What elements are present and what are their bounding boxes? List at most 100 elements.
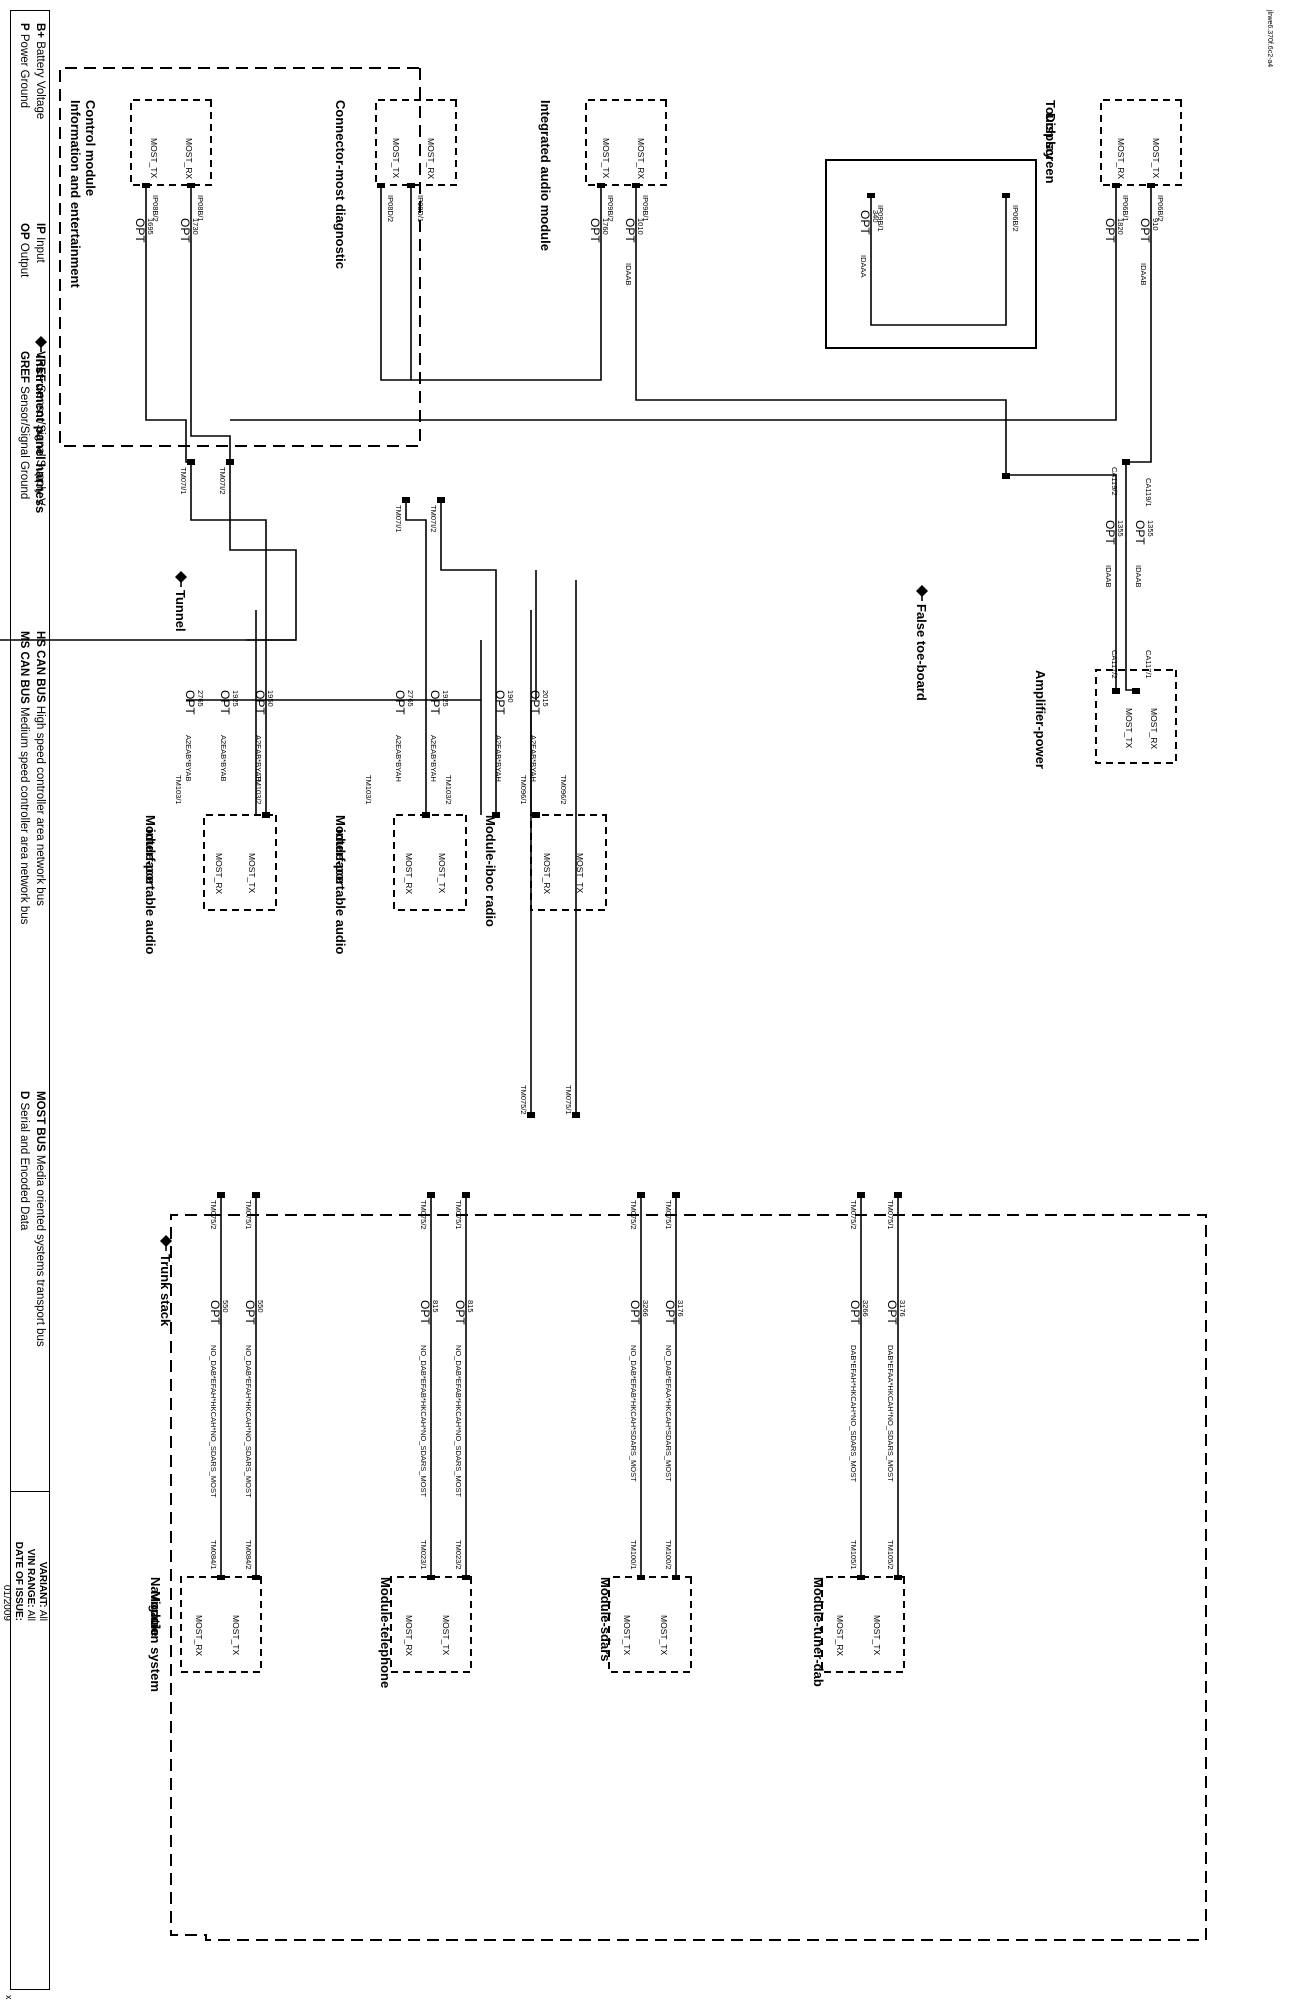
legend-most-bus: MOST BUS Media oriented systems transpor… <box>34 1091 46 1347</box>
wire-variant: NO_DAB*EFAH*HKCAH*NO_SDARS_MOST <box>244 1345 253 1498</box>
svg-text:MOST_RX: MOST_RX <box>542 853 552 894</box>
conn-ip08d-1: IP08D/1 <box>416 195 425 222</box>
svg-text:Touch screen: Touch screen <box>1043 100 1058 184</box>
svg-text:MOST_TX: MOST_TX <box>601 138 611 178</box>
svg-text:MOST_TX: MOST_TX <box>247 853 257 893</box>
svg-text:MOST_TX: MOST_TX <box>149 138 159 178</box>
wire-circuit: 550 <box>221 1300 230 1313</box>
wire-variant: DAB*EFAA*HKCAH*NO_SDARS_MOST <box>886 1345 895 1482</box>
wire-circuit: 190 <box>506 690 515 703</box>
svg-text:MOST_TX: MOST_TX <box>437 853 447 893</box>
conn-loop-2: IP06B/2 <box>1011 205 1020 232</box>
legend-gref: GREF Sensor/Signal Ground <box>18 351 30 500</box>
wire-variant: IDAAB <box>1134 565 1143 588</box>
tunnel-harness-label: Tunnel <box>173 571 188 632</box>
conn-ca119-2: CA119/2 <box>1110 467 1119 496</box>
wire-type: OPT <box>453 1300 467 1325</box>
svg-text:MOST_RX: MOST_RX <box>194 1615 204 1656</box>
conn-tm100-1: TM100/1 <box>629 1540 638 1570</box>
legend-p: P Power Ground <box>18 23 30 109</box>
wire-variant: IDAAB <box>1139 263 1148 286</box>
conn-trunk-in-7: TM075/1 <box>886 1200 895 1230</box>
conn-ip08d-2: IP08D/2 <box>386 195 395 222</box>
svg-text:Connector-most diagnostic: Connector-most diagnostic <box>333 100 348 269</box>
svg-text:MOST_TX: MOST_TX <box>391 138 401 178</box>
legend-op: OP Output <box>18 223 30 278</box>
legend-block: B+ Battery Voltage P Power Ground IP Inp… <box>1 10 50 1990</box>
module-connector-most-diagnostic: Connector-most diagnostic MOST_TX MOST_R… <box>333 99 457 269</box>
module-navigation-system: Navigation system Module MOST_RX MOST_TX <box>148 1576 262 1692</box>
wire-circuit: 1010 <box>636 218 645 235</box>
wire-type: OPT <box>885 1300 899 1325</box>
corner-mark: x <box>4 1995 14 2000</box>
module-amplifier-power: Amplifier-power MOST_TX MOST_RX <box>1033 669 1177 769</box>
conn-ca119-1: CA119/1 <box>1144 478 1153 507</box>
svg-text:interface: interface <box>143 829 158 883</box>
legend-vref: VREF Sensor/Signal Supply V <box>34 351 46 506</box>
svg-text:MOST_TX: MOST_TX <box>575 853 585 893</box>
wire-variant: A2EAB*BYAH <box>494 735 503 782</box>
wire-type: OPT <box>628 1300 642 1325</box>
svg-text:Instrument panel harness: Instrument panel harness <box>33 355 48 513</box>
wire-type: OPT <box>1138 218 1152 243</box>
module-sdars: Module-sdars MOST_TX MOST_TX <box>598 1576 692 1673</box>
wire-type: OPT <box>848 1300 862 1325</box>
conn-tm105-1: TM105/1 <box>849 1540 858 1570</box>
svg-text:MOST_RX: MOST_RX <box>1149 708 1159 749</box>
wire-type: OPT <box>1133 520 1147 545</box>
conn-tm105-2: TM105/2 <box>886 1540 895 1570</box>
conn-tm023-1: TM023/1 <box>419 1540 428 1570</box>
svg-text:False toe-board: False toe-board <box>914 604 929 701</box>
svg-text:Module: Module <box>148 1591 163 1637</box>
wire-type: OPT <box>528 690 542 715</box>
svg-text:Display: Display <box>1043 113 1058 160</box>
legend-hs-can: HS CAN BUS High speed controller area ne… <box>34 631 46 906</box>
svg-text:MOST_RX: MOST_RX <box>1116 138 1126 179</box>
conn-trunk-in-0: TM075/2 <box>209 1200 218 1230</box>
module-portable-audio-interface-2: Module-portable audio interface MOST_RX … <box>333 814 467 954</box>
module-information-entertainment-control: Information and entertainment Control mo… <box>68 99 212 288</box>
svg-text:MOST_RX: MOST_RX <box>404 853 414 894</box>
legend-d: D Serial and Encoded Data <box>18 1091 30 1231</box>
wire-type: OPT <box>428 690 442 715</box>
svg-text:Control module: Control module <box>83 100 98 196</box>
svg-text:Module-tuner-dab: Module-tuner-dab <box>811 1577 826 1687</box>
conn-tm103-1b: TM103/1 <box>364 775 373 805</box>
conn-tm100-2: TM100/2 <box>664 1540 673 1570</box>
wire-variant: NO_DAB*EFAA*HKCAH*SDARS_MOST <box>664 1345 673 1482</box>
module-iboc-radio: Module-iboc radio MOST_RX MOST_TX <box>483 814 607 927</box>
svg-text:MOST_TX: MOST_TX <box>1124 708 1134 748</box>
wire-variant: NO_DAB*EFAB*HKCAH*NO_SDARS_MOST <box>454 1345 463 1498</box>
svg-text:Module-portable audio: Module-portable audio <box>333 815 348 954</box>
legend-b-plus: B+ Battery Voltage <box>34 23 46 120</box>
wire-variant: DAB*EFAH*HKCAH*NO_SDARS_MOST <box>849 1345 858 1483</box>
wire-circuit: 1695 <box>146 218 155 235</box>
module-integrated-audio: Integrated audio module MOST_TX MOST_RX <box>538 99 667 251</box>
optical-loop-connector-box <box>825 159 1037 349</box>
svg-text:Module-telephone: Module-telephone <box>378 1577 393 1688</box>
wire-circuit: 1925 <box>231 690 240 707</box>
wire-type: OPT <box>243 1300 257 1325</box>
module-tuner-dab: Module-tuner-dab MOST_RX MOST_TX <box>811 1576 905 1687</box>
wire-circuit: 1925 <box>441 690 450 707</box>
wire-type: OPT <box>183 690 197 715</box>
conn-tm023-2: TM023/2 <box>454 1540 463 1570</box>
wire-circuit: 1760 <box>601 218 610 235</box>
svg-text:MOST_TX: MOST_TX <box>659 1615 669 1655</box>
conn-trunk-in-5: TM075/1 <box>664 1200 673 1230</box>
wire-type: OPT <box>1103 520 1117 545</box>
wire-variant: IDAAB <box>1104 565 1113 588</box>
conn-tm103-2a: TM103/2 <box>254 775 263 805</box>
conn-tm096-1: TM096/1 <box>519 775 528 805</box>
wire-type: OPT <box>663 1300 677 1325</box>
svg-text:Module-portable audio: Module-portable audio <box>143 815 158 954</box>
wire-variant: A2EAB*BYAH <box>429 735 438 782</box>
